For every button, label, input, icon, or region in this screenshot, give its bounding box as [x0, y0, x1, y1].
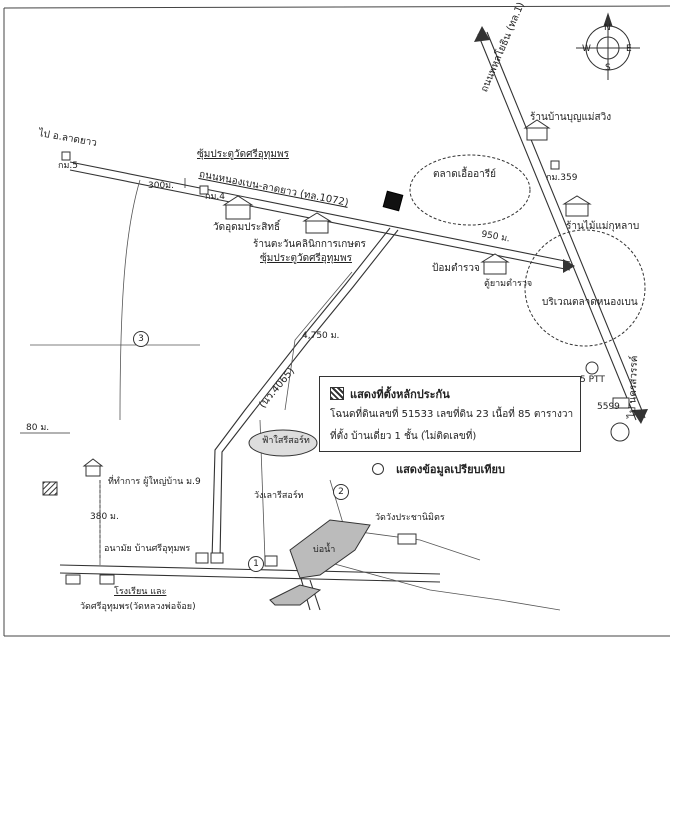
legend-compare-row: แสดงข้อมูลเปรียบเทียบ: [372, 463, 505, 475]
building-icons: [65, 119, 630, 585]
dist-4750: 4,750 ม.: [302, 331, 340, 341]
ptt-logo: [585, 361, 599, 375]
label-health-center: อนามัย บ้านศรีอุทุมพร: [104, 544, 191, 554]
legend-detail: โฉนดที่ดินเลขที่ 51533 เลขที่ดิน 23 เนื้…: [330, 409, 574, 420]
legend-title-row: แสดงที่ตั้งหลักประกัน: [330, 385, 450, 403]
label-km359: กม.359: [546, 173, 578, 183]
circle-icon: [372, 463, 384, 475]
pond: [289, 519, 371, 579]
legend-title: แสดงที่ตั้งหลักประกัน: [350, 388, 450, 401]
arrow-south: [632, 409, 648, 424]
label-shop-banbu: ร้านบ้านบุญแม่สวิง: [530, 112, 612, 123]
label-gate-bottom: ซุ้มประตูวัดศรีอุทุมพร: [260, 253, 352, 264]
compass-e: E: [626, 44, 632, 54]
dist-380: 380 ม.: [90, 512, 119, 522]
hatch-icon: [330, 387, 344, 400]
label-pha-sri: ฟ้าใสรีสอร์ท: [262, 436, 310, 446]
compass-s: S: [605, 63, 611, 73]
label-police-box: ตู้ยามตำรวจ: [484, 279, 533, 289]
legend-compare: แสดงข้อมูลเปรียบเทียบ: [396, 463, 505, 476]
label-police: ป้อมตำรวจ: [432, 263, 480, 274]
pond-lower: [269, 584, 322, 606]
fasai-oval: [248, 429, 318, 457]
compare-marker-3: 3: [133, 331, 149, 347]
dist-300: 300ม.: [148, 181, 174, 191]
label-station: 5599: [597, 402, 620, 412]
highway-1: [477, 31, 646, 421]
collateral-marker: [382, 190, 404, 212]
label-gate-top: ซุ้มประตูวัดศรีอุทุมพร: [197, 149, 289, 160]
label-km4: กม.4: [205, 192, 225, 202]
dimension-lines: [20, 178, 186, 560]
arrow-east: [563, 259, 575, 273]
compass: [576, 12, 640, 80]
compass-w: W: [582, 44, 591, 54]
compare-marker-2: 2: [333, 484, 349, 500]
top-border: [3, 5, 671, 9]
label-school: โรงเรียน และ: [114, 587, 167, 597]
compass-n: N: [604, 23, 611, 33]
legend-building: ที่ตั้ง บ้านเดี่ยว 1 ชั้น (ไม่ติดเลขที่): [330, 431, 477, 442]
label-pond: บ่อน้ำ: [313, 545, 336, 555]
label-wat-sri: วัดศรีอุทุมพร(วัดหลวงพ่อจ้อย): [80, 602, 196, 612]
label-headman-office: ที่ทำการ ผู้ใหญ่บ้าน ม.9: [108, 477, 201, 487]
label-market-area: บริเวณตลาดหนองเบน: [542, 297, 638, 308]
road-4065: [211, 227, 399, 561]
label-ptt: 5 PTT: [580, 375, 605, 385]
shell-logo: [610, 422, 630, 442]
km-posts: [61, 151, 560, 195]
label-market-private: ตลาดเอื้ออารีย์: [433, 169, 497, 180]
label-wat-udom: วัดอุดมประสิทธิ์: [213, 222, 281, 233]
side-hatch: [42, 481, 58, 496]
market-circle: [524, 229, 646, 347]
label-km5: กม.5: [58, 161, 78, 171]
arrow-north: [474, 26, 490, 42]
label-shop-kulab: ร้านไม้แม่กุหลาบ: [566, 221, 640, 232]
ua-market-oval: [409, 154, 531, 226]
label-wat-pracha: วัดวังประชานิมิตร: [375, 513, 445, 523]
label-wang-lee: วังเลารีสอร์ท: [254, 491, 304, 501]
label-shop-clinic: ร้านตะวันคลินิกการเกษตร: [253, 239, 366, 250]
legend-box: แสดงที่ตั้งหลักประกัน โฉนดที่ดินเลขที่ 5…: [319, 376, 581, 452]
dist-80: 80 ม.: [26, 423, 50, 433]
compare-marker-1: 1: [248, 556, 264, 572]
